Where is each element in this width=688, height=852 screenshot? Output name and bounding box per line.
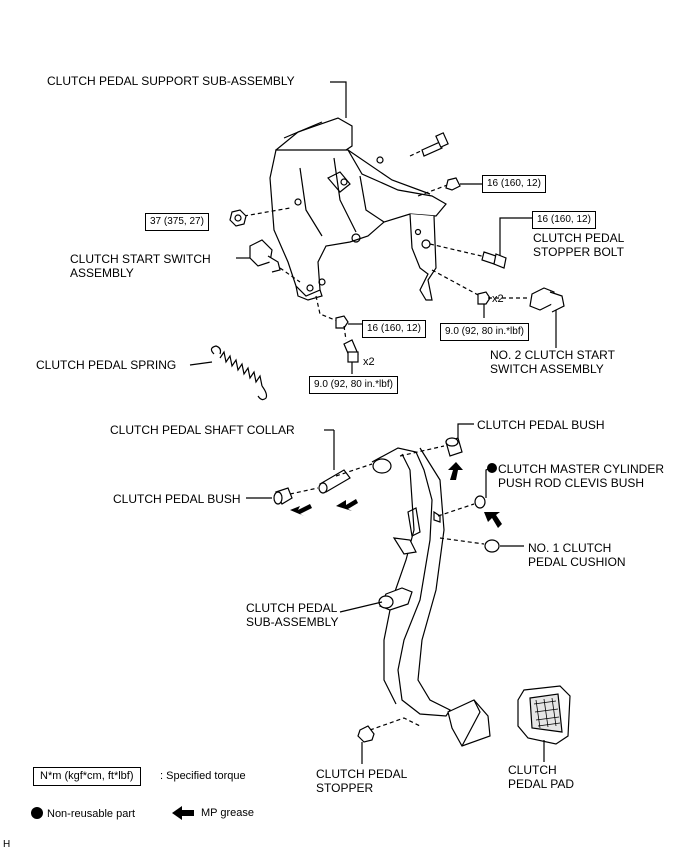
torque-box: 9.0 (92, 80 in.*lbf) <box>309 376 398 394</box>
label-support: CLUTCH PEDAL SUPPORT SUB-ASSEMBLY <box>47 74 295 88</box>
legend-grease: MP grease <box>201 807 254 819</box>
nut-16-lower <box>315 295 362 329</box>
pedal-support-bracket <box>269 117 447 301</box>
quantity-x2: x2 <box>363 356 375 368</box>
clutch-pedal-pad <box>517 685 571 762</box>
pedal-foot-plate <box>447 699 491 747</box>
label-pedal-spring: CLUTCH PEDAL SPRING <box>36 358 177 372</box>
label-cushion-1: NO. 1 CLUTCH <box>528 541 612 555</box>
grease-arrow-icon <box>290 504 312 516</box>
label-pad-2: PEDAL PAD <box>508 777 575 791</box>
clutch-pedal-shaft-collar <box>318 429 373 494</box>
label-no2-switch-2: SWITCH ASSEMBLY <box>490 362 604 376</box>
label-pedal-sub-1: CLUTCH PEDAL <box>246 601 338 615</box>
label-stopper-bolt-2: STOPPER BOLT <box>533 245 624 259</box>
nut-37 <box>229 207 291 227</box>
label-shaft-collar: CLUTCH PEDAL SHAFT COLLAR <box>110 423 295 437</box>
grease-legend-arrow-icon <box>172 806 194 820</box>
clevis-bush <box>437 467 491 517</box>
label-bush-right: CLUTCH PEDAL BUSH <box>477 418 605 432</box>
clutch-pedal-bush-left <box>246 487 319 505</box>
grease-arrow-icon <box>448 462 463 480</box>
label-pedal-sub-2: SUB-ASSEMBLY <box>246 615 339 629</box>
label-clevis-bush-2: PUSH ROD CLEVIS BUSH <box>498 476 645 490</box>
nut-x2 <box>431 269 491 318</box>
grease-arrow-icon <box>484 512 502 528</box>
label-bush-left: CLUTCH PEDAL BUSH <box>113 492 241 506</box>
grease-arrow-icon <box>336 499 358 511</box>
non-reusable-icon <box>487 463 497 473</box>
label-stopper-1: CLUTCH PEDAL <box>316 767 408 781</box>
nut-16-top <box>417 177 482 197</box>
label-no2-switch-1: NO. 2 CLUTCH START <box>490 348 615 362</box>
clutch-start-switch <box>236 239 301 283</box>
label-stopper-2: STOPPER <box>316 781 374 795</box>
no1-pedal-cushion <box>439 537 524 553</box>
legend-nonreusable: Non-reusable part <box>47 808 136 820</box>
label-cushion-2: PEDAL CUSHION <box>528 555 626 569</box>
clutch-pedal-spring <box>189 345 268 401</box>
torque-box: 16 (160, 12) <box>482 175 546 193</box>
no2-clutch-start-switch <box>488 287 565 348</box>
label-pad-1: CLUTCH <box>508 763 557 777</box>
non-reusable-legend-icon <box>31 807 43 819</box>
legend-torque-units: N*m (kgf*cm, ft*lbf) <box>33 767 141 786</box>
clutch-pedal-bush-right <box>399 423 474 457</box>
bolt-x2-lower <box>343 325 359 374</box>
label-start-switch-2: ASSEMBLY <box>70 266 134 280</box>
corner-mark: H <box>3 839 11 850</box>
label-stopper-bolt-1: CLUTCH PEDAL <box>533 231 625 245</box>
torque-box: 16 (160, 12) <box>362 320 426 338</box>
quantity-x2: x2 <box>492 293 504 305</box>
legend-torque-text: : Specified torque <box>160 770 246 782</box>
clutch-pedal-arm <box>371 447 451 717</box>
support-bolt <box>409 132 449 157</box>
torque-box: 37 (375, 27) <box>145 213 209 231</box>
torque-box: 16 (160, 12) <box>532 211 596 229</box>
torque-box: 9.0 (92, 80 in.*lbf) <box>440 323 529 341</box>
stopper-bolt <box>429 217 532 269</box>
label-start-switch-1: CLUTCH START SWITCH <box>70 252 211 266</box>
clutch-pedal-stopper <box>357 717 421 764</box>
label-clevis-bush-1: CLUTCH MASTER CYLINDER <box>498 462 665 476</box>
